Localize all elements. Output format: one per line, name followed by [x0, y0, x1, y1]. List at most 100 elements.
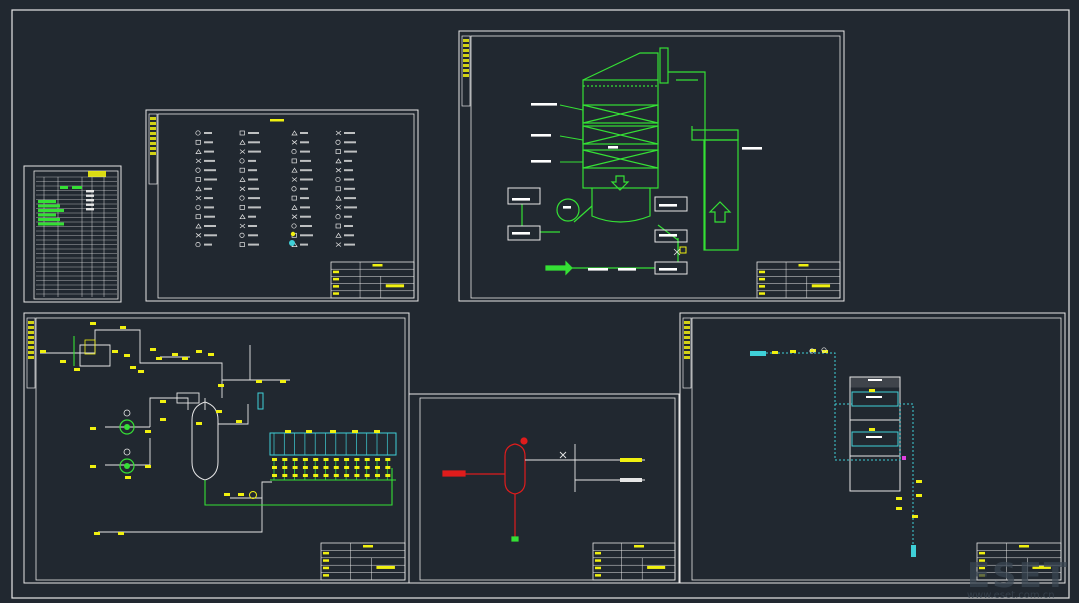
- tower-valve: [679, 246, 687, 254]
- pipe: [79, 344, 111, 367]
- strip-mark: [463, 64, 469, 67]
- instrument-tags: [40, 322, 380, 535]
- legend-symbol: [335, 205, 342, 210]
- title-block-mark: [333, 292, 339, 295]
- filter-tag: [344, 458, 350, 461]
- meter: [249, 491, 257, 499]
- legend-symbol: [335, 186, 341, 192]
- down-arrow: [610, 175, 630, 191]
- strip-mark: [463, 74, 469, 77]
- filter-tag: [292, 474, 298, 477]
- legend-text-bar: [300, 169, 312, 172]
- pump-casing: [119, 419, 135, 435]
- legend-symbol: [239, 130, 245, 136]
- legend-text-bar: [300, 243, 308, 246]
- legend-symbol: [195, 148, 202, 154]
- pump-gauge: [123, 409, 131, 417]
- instrument-tag: [196, 422, 202, 425]
- sheet-frame: [679, 312, 1066, 584]
- cyan-loop-sheet[interactable]: [679, 312, 1066, 584]
- legend-symbol: [335, 195, 342, 201]
- valve: [559, 451, 567, 459]
- legend-text-bar: [248, 132, 259, 134]
- instrument-tag: [130, 366, 136, 369]
- strip-mark: [28, 341, 34, 344]
- filter-tag: [302, 466, 308, 469]
- magenta-valve: [902, 456, 906, 460]
- legend-text-bar: [300, 132, 308, 134]
- strip-mark: [150, 142, 156, 145]
- instrument-tag: [156, 357, 162, 360]
- process-boxes: [507, 187, 688, 275]
- instrument-tag: [94, 532, 100, 535]
- strip-frame: [461, 35, 471, 107]
- legend-text-bar: [204, 141, 213, 144]
- legend-text-bar: [204, 206, 214, 209]
- instrument-tag: [916, 494, 922, 497]
- instrument-tag: [112, 350, 118, 353]
- legend-text-bar: [344, 132, 355, 134]
- legend-symbol: [195, 139, 201, 145]
- legend-symbol: [239, 232, 245, 238]
- filter-tag: [375, 458, 380, 461]
- packing-bed-2: [582, 125, 659, 145]
- strip-mark: [150, 127, 156, 130]
- sheet-frame: [458, 30, 845, 302]
- sheet-inner-frame: [33, 170, 119, 300]
- scrubber-tower-sheet[interactable]: [458, 30, 845, 302]
- strip-mark: [28, 351, 34, 354]
- legend-text-bar: [248, 159, 256, 162]
- title-block-frame: [592, 542, 676, 581]
- title-block: [756, 261, 841, 299]
- legend-symbol: [335, 214, 341, 220]
- strip-mark: [463, 69, 469, 72]
- strip-mark: [150, 117, 156, 120]
- packing-bed-3: [582, 149, 659, 169]
- instrument-tag: [150, 348, 156, 351]
- pump-station-sheet[interactable]: [23, 312, 410, 584]
- instrument-tag: [125, 476, 131, 479]
- legend-text-bar: [204, 159, 215, 162]
- tower-tag: [608, 146, 618, 149]
- equipment-table-grid: [36, 176, 117, 297]
- title-block-mark: [1019, 545, 1029, 548]
- legend-text-bar: [344, 243, 355, 246]
- filter-tag: [354, 458, 360, 461]
- tower-tag: [563, 206, 571, 209]
- legend-sheet[interactable]: [145, 109, 419, 302]
- legend-symbol: [239, 214, 246, 220]
- separator-piping: [525, 444, 645, 492]
- instrument-tag: [352, 430, 358, 433]
- sight-glass: [257, 392, 264, 410]
- title-block-mark: [385, 284, 405, 288]
- equipment-list-sheet[interactable]: [23, 165, 122, 303]
- instrument-tag: [224, 493, 230, 496]
- legend-symbol: [239, 158, 245, 164]
- instrument-tag: [60, 360, 66, 363]
- filter-tag: [313, 458, 319, 461]
- scrubber-tower: [521, 47, 739, 276]
- pipe: [204, 468, 393, 506]
- pipe: [98, 497, 263, 533]
- separator-sheet[interactable]: [408, 393, 680, 584]
- strip-mark: [463, 49, 469, 52]
- filter-tag: [302, 474, 308, 477]
- legend-symbol: [239, 186, 246, 192]
- tower-tag: [512, 198, 530, 201]
- legend-symbol: [291, 177, 298, 182]
- title-block-mark: [634, 545, 644, 548]
- legend-symbol: [335, 158, 342, 164]
- tower-tag: [531, 103, 557, 106]
- legend-symbol: [195, 167, 201, 173]
- title-block-mark: [759, 292, 765, 295]
- instrument-tag: [912, 515, 918, 518]
- legend-text-bar: [248, 187, 259, 190]
- title-block: [976, 542, 1062, 581]
- instrument-tag: [896, 507, 902, 510]
- title-block-mark: [333, 270, 339, 274]
- binding-strip: [682, 317, 692, 389]
- instrument-tag: [90, 465, 96, 468]
- pump-impeller: [124, 424, 130, 430]
- title-block-frame: [756, 261, 841, 299]
